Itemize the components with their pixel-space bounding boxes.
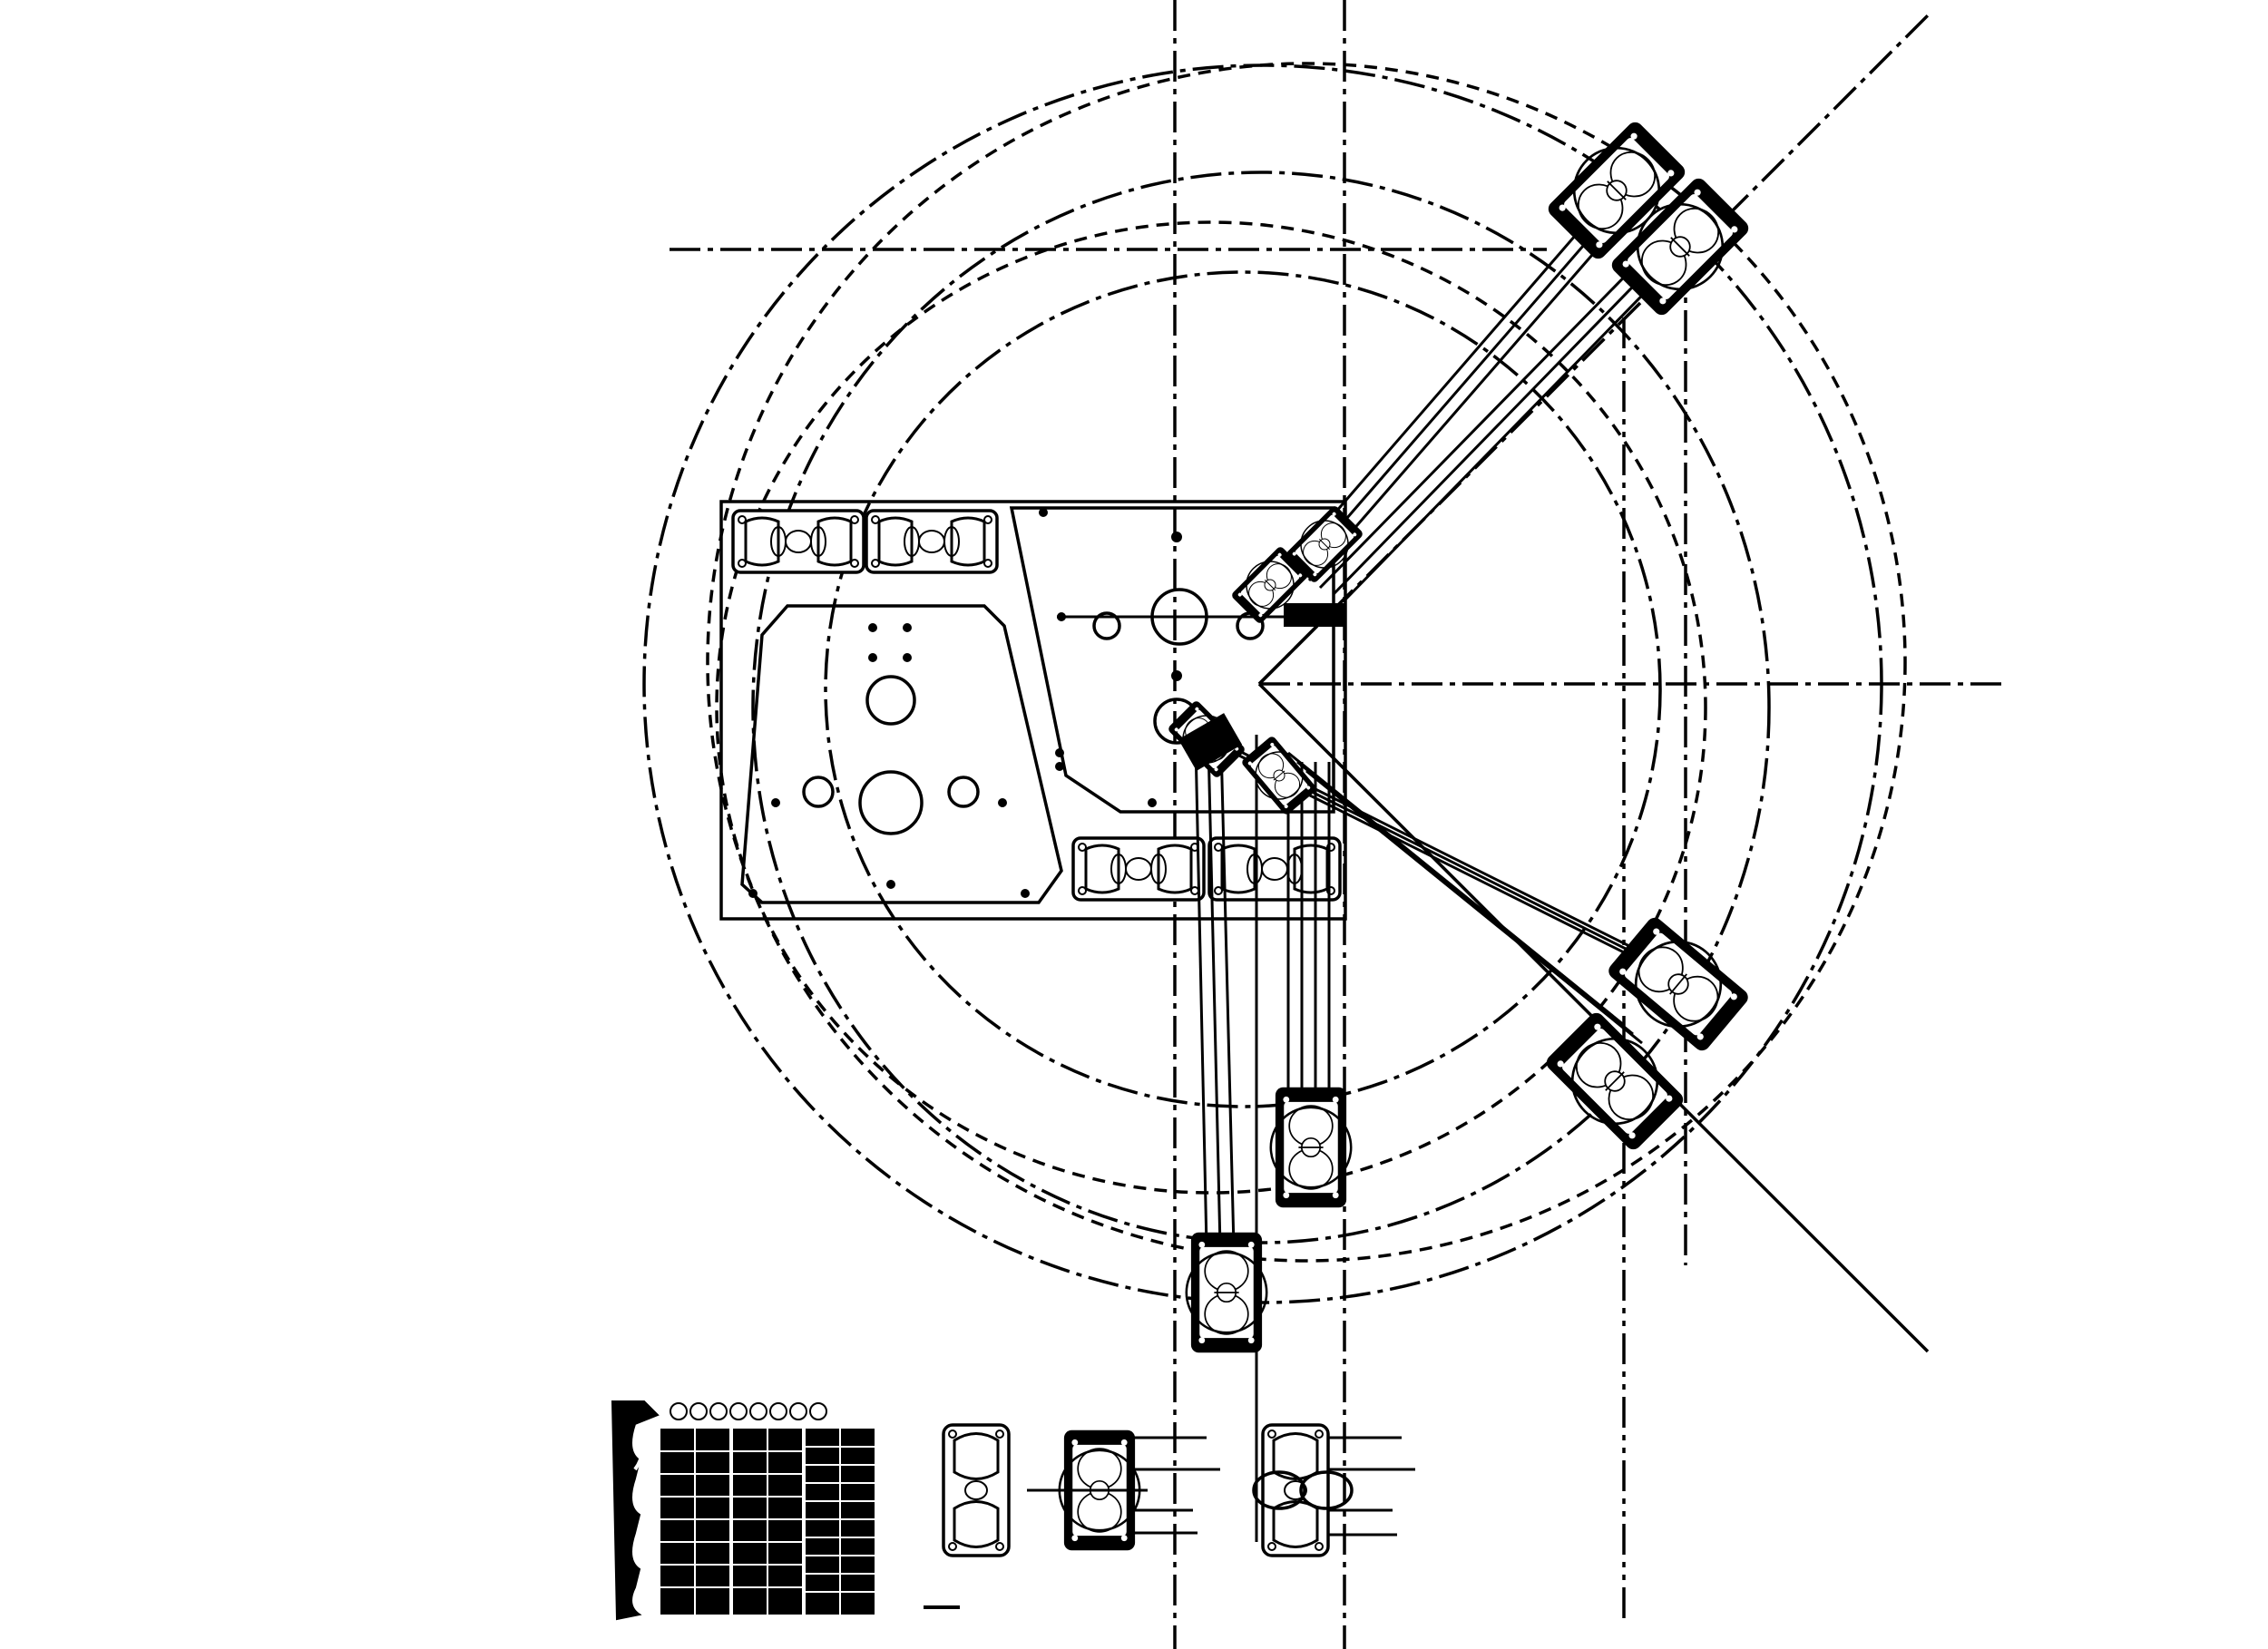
base-board [719,500,1347,921]
pulley-blocks [1164,113,1757,1354]
rings [642,62,1907,1304]
parts-layout [611,1400,1415,1621]
cable-bundles [1194,194,1671,1542]
